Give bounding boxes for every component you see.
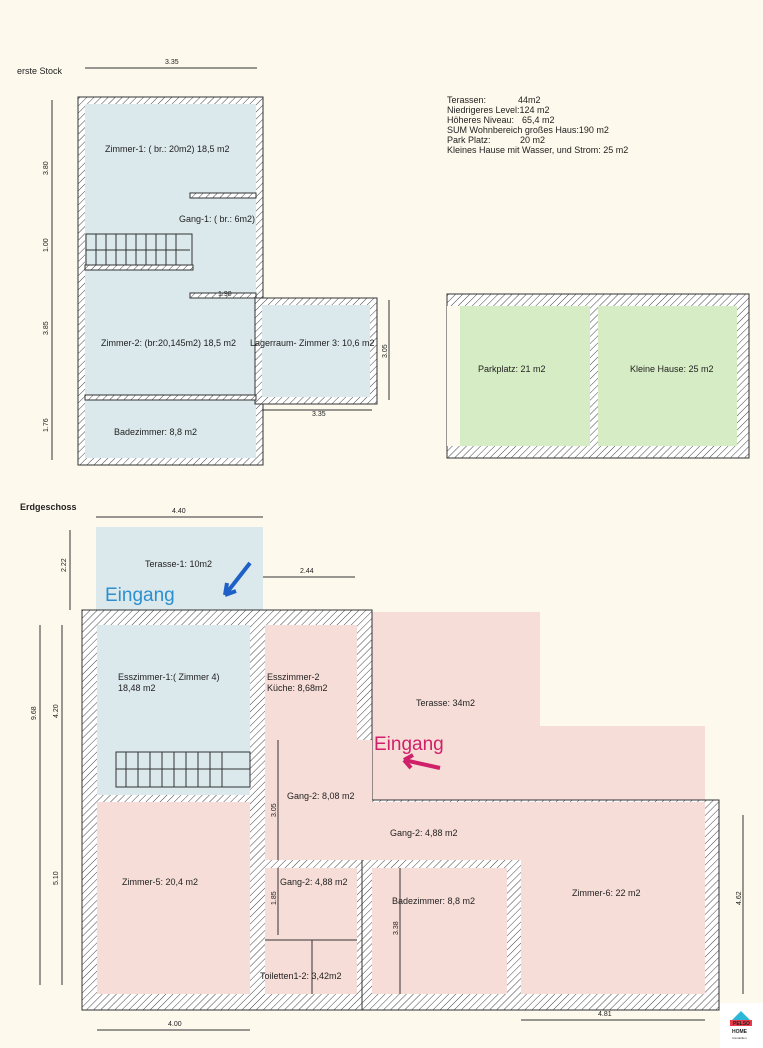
svg-text:SUM Wohnbereich großes Haus:19: SUM Wohnbereich großes Haus:190 m2 — [447, 125, 609, 135]
dim-bottom2: 4.81 — [598, 1011, 612, 1018]
badezimmer — [372, 868, 507, 994]
svg-text:1.00: 1.00 — [43, 238, 50, 252]
upper-dim-top: 3.35 — [85, 59, 257, 69]
room-lagerraum: Lagerraum- Zimmer 3: 10,6 m2 — [250, 338, 375, 348]
entrance-arrow-2 — [402, 753, 441, 770]
dim-right: 4.62 — [736, 891, 743, 905]
lower-stairs — [115, 751, 251, 788]
svg-text:Park Platz:: Park Platz: — [447, 135, 491, 145]
terasse — [372, 612, 705, 800]
svg-text:3.85: 3.85 — [43, 321, 50, 335]
toiletten — [265, 940, 357, 994]
svg-text:PELSO: PELSO — [733, 1021, 750, 1027]
room-toiletten: Toiletten1-2: 3,42m2 — [260, 971, 342, 981]
svg-text:Terassen:: Terassen: — [447, 95, 486, 105]
dim-gang: 1.90 — [218, 291, 232, 298]
upper-rooms — [85, 104, 256, 458]
svg-text:20 m2: 20 m2 — [520, 135, 545, 145]
room-kueche: Küche: 8,68m2 — [267, 683, 328, 693]
dim-bad: 3.38 — [393, 921, 400, 935]
room-zimmer-2: Zimmer-2: (br:20,145m2) 18,5 m2 — [101, 338, 236, 348]
room-gang-2a: Gang-2: 8,08 m2 — [287, 791, 355, 801]
svg-text:65,4 m2: 65,4 m2 — [522, 115, 555, 125]
dim-terr: 2.22 — [61, 558, 68, 572]
room-esszimmer-1-area: 18,48 m2 — [118, 683, 156, 693]
kleine-hause — [598, 306, 737, 446]
lower-title: Erdgeschoss — [20, 502, 77, 512]
dim-l2: 5.10 — [53, 871, 60, 885]
dim-total: 9.68 — [31, 706, 38, 720]
svg-text:Niedrigeres Level:124 m2: Niedrigeres Level:124 m2 — [447, 105, 550, 115]
svg-text:HOME: HOME — [732, 1029, 748, 1035]
dim-toil: 1.85 — [271, 891, 278, 905]
svg-text:3.35: 3.35 — [165, 59, 179, 66]
lagerraum — [262, 305, 370, 397]
entrance-label-2: Eingang — [374, 734, 444, 755]
dim-bottom1: 4.00 — [168, 1021, 182, 1028]
upper-stairs — [85, 233, 193, 266]
entrance-label-1: Eingang — [105, 585, 175, 606]
svg-text:Immobilien: Immobilien — [732, 1036, 747, 1040]
svg-text:Höheres Niveau:: Höheres Niveau: — [447, 115, 514, 125]
parkplatz — [460, 306, 590, 446]
dim-l1: 4.20 — [53, 704, 60, 718]
zimmer-5 — [97, 802, 250, 994]
room-gang-1: Gang-1: ( br.: 6m2) — [179, 214, 255, 224]
room-gang-2b: Gang-2: 4,88 m2 — [390, 828, 458, 838]
dim-lager-h: 3.05 — [382, 344, 389, 358]
dim-top: 4.40 — [172, 508, 186, 515]
zimmer-6 — [521, 815, 705, 994]
room-terrasse-1: Terasse-1: 10m2 — [145, 559, 212, 569]
area-summary: Terassen: 44m2 Niedrigeres Level:124 m2 H… — [447, 95, 628, 155]
terrasse-1 — [96, 527, 263, 610]
room-esszimmer-1: Esszimmer-1:( Zimmer 4) — [118, 672, 220, 682]
upper-dim-left: 3.80 1.00 3.85 1.76 — [43, 100, 53, 460]
dim-gap: 2.44 — [300, 568, 314, 575]
dim-lager-w: 3.35 — [312, 411, 326, 418]
svg-text:1.76: 1.76 — [43, 418, 50, 432]
room-gang-2c: Gang-2: 4,88 m2 — [280, 877, 348, 887]
room-zimmer-1: Zimmer-1: ( br.: 20m2) 18,5 m2 — [105, 144, 230, 154]
room-zimmer-6: Zimmer-6: 22 m2 — [572, 888, 641, 898]
room-zimmer-5: Zimmer-5: 20,4 m2 — [122, 877, 198, 887]
esszimmer-2 — [265, 625, 357, 740]
svg-text:3.80: 3.80 — [43, 161, 50, 175]
label-parkplatz: Parkplatz: 21 m2 — [478, 364, 546, 374]
pelso-home-logo: PELSO HOME Immobilien — [720, 1003, 763, 1048]
entrance-arrow-1 — [223, 561, 252, 597]
upper-title: erste Stock — [17, 66, 63, 76]
room-badezimmer: Badezimmer: 8,8 m2 — [392, 896, 475, 906]
svg-text:44m2: 44m2 — [518, 95, 541, 105]
svg-text:Kleines Hause mit Wasser, und: Kleines Hause mit Wasser, und Strom: 25 … — [447, 145, 628, 155]
room-esszimmer-2: Esszimmer-2 — [267, 672, 320, 682]
dim-gang2: 3.05 — [271, 803, 278, 817]
label-kleine-hause: Kleine Hause: 25 m2 — [630, 364, 714, 374]
room-badezimmer-upper: Badezimmer: 8,8 m2 — [114, 427, 197, 437]
room-terasse: Terasse: 34m2 — [416, 698, 475, 708]
